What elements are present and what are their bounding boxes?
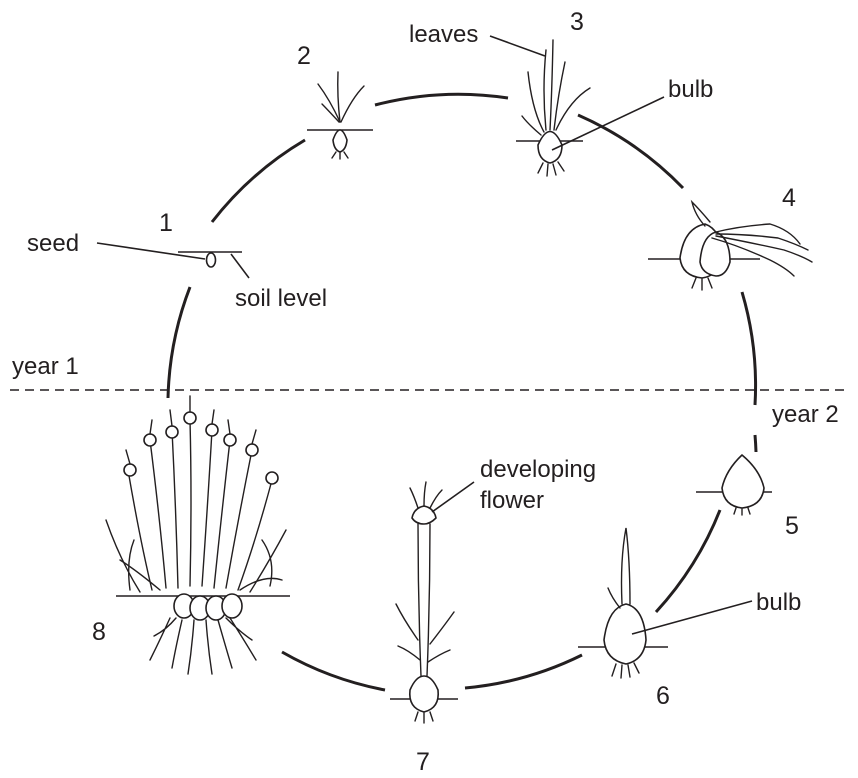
bulb-label-top: bulb (668, 76, 713, 103)
bulb-label-bottom: bulb (756, 589, 801, 616)
stage-6-sprouting-bulb (578, 527, 753, 679)
stage-number-5: 5 (785, 512, 799, 540)
stage-number-4: 4 (782, 184, 796, 212)
stage-1-seed (96, 242, 250, 279)
stage-number-7: 7 (416, 748, 430, 776)
soil-level-label: soil level (235, 285, 327, 312)
stage-number-6: 6 (656, 682, 670, 710)
stage-3-young-plant (489, 35, 665, 177)
stage-2-seedling (307, 71, 373, 160)
stage-number-2: 2 (297, 42, 311, 70)
stage-5-dormant-bulb (696, 454, 772, 516)
stage-number-8: 8 (92, 618, 106, 646)
stage-4-lateral-bulb (648, 199, 813, 291)
cycle-arcs (166, 92, 758, 692)
stage-number-1: 1 (159, 209, 173, 237)
year-2-label: year 2 (772, 401, 839, 428)
stage-7-flowering-stalk (390, 481, 475, 724)
developing-flower-label-line1: developing (480, 456, 596, 483)
stage-8-mature-clump (105, 395, 290, 675)
stage-number-3: 3 (570, 8, 584, 36)
seed-label: seed (27, 230, 79, 257)
year-1-label: year 1 (12, 353, 79, 380)
leaves-label: leaves (409, 21, 478, 48)
developing-flower-label-line2: flower (480, 487, 544, 514)
